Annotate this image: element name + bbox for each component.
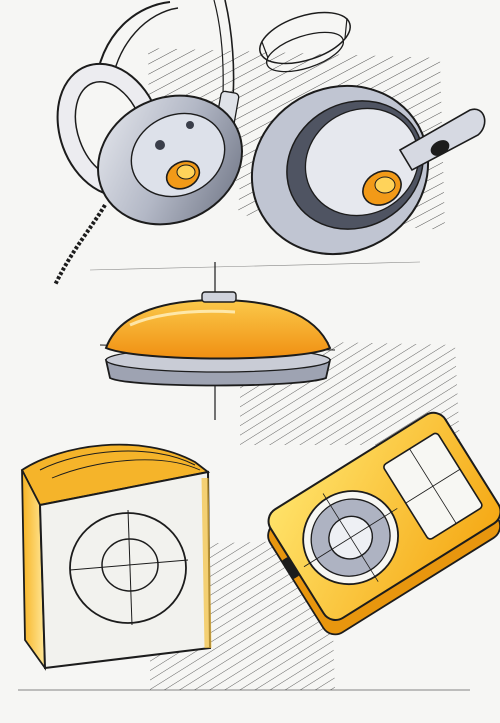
dome-speaker-sketch <box>99 262 460 445</box>
music-player-sketch <box>267 411 500 636</box>
cushion-ring-sketch <box>259 11 351 73</box>
cube-speaker-sketch <box>20 443 335 690</box>
cube-top <box>20 443 211 507</box>
player-port <box>282 557 300 579</box>
dome-knob <box>201 291 237 303</box>
headphone-sketch <box>53 0 486 286</box>
slider-arm <box>398 108 486 172</box>
cube-front <box>38 470 212 670</box>
